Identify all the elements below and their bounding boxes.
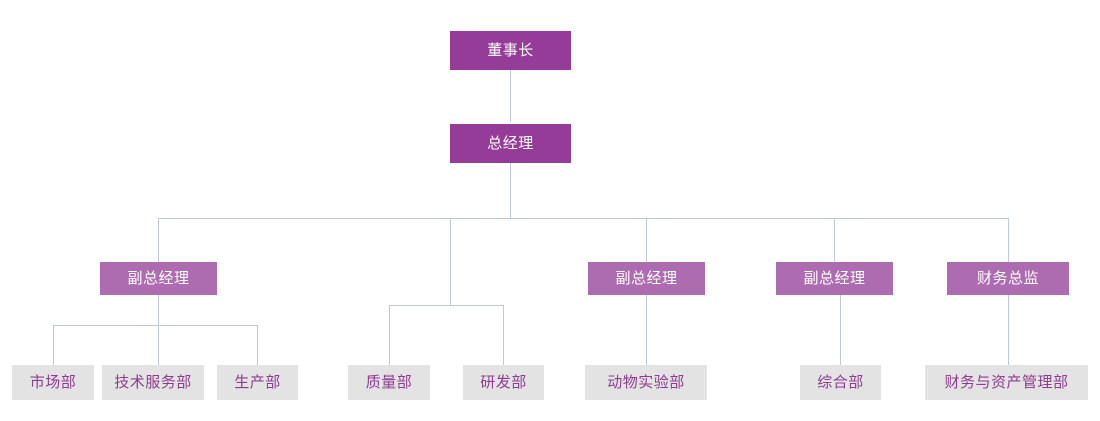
connector-chairman-to-gm [510, 70, 511, 122]
node-dept-rnd[interactable]: 研发部 [463, 365, 544, 400]
node-dept-quality[interactable]: 质量部 [348, 365, 430, 400]
node-deputy-gm-3[interactable]: 副总经理 [776, 262, 893, 295]
connector-bus-to-deputy-gm-3 [834, 218, 835, 262]
connector-to-dept-production [257, 325, 258, 365]
connector-bus-to-quality-rnd-branch [450, 218, 451, 305]
connector-to-dept-general-affairs [840, 295, 841, 365]
connector-deputy-gm-1-bus [53, 325, 258, 326]
node-dept-marketing[interactable]: 市场部 [12, 365, 94, 400]
connector-bus-to-deputy-gm-1 [158, 218, 159, 262]
connector-to-dept-marketing [53, 325, 54, 365]
node-deputy-gm-1[interactable]: 副总经理 [100, 262, 217, 295]
node-dept-general-affairs[interactable]: 综合部 [800, 365, 881, 400]
connector-deputy-gm-1-stem [158, 295, 159, 325]
connector-to-dept-animal-lab [646, 295, 647, 365]
connector-gm-to-bus [510, 163, 511, 218]
connector-bus-to-finance-director [1008, 218, 1009, 262]
connector-main-bus [158, 218, 1009, 219]
node-finance-director[interactable]: 财务总监 [947, 262, 1069, 295]
node-general-manager[interactable]: 总经理 [450, 124, 571, 163]
node-dept-production[interactable]: 生产部 [217, 365, 298, 400]
connector-to-dept-finance-asset [1008, 295, 1009, 365]
connector-to-dept-rnd [503, 305, 504, 365]
node-dept-tech-service[interactable]: 技术服务部 [102, 365, 204, 400]
node-deputy-gm-2[interactable]: 副总经理 [588, 262, 705, 295]
node-dept-finance-asset[interactable]: 财务与资产管理部 [925, 365, 1088, 400]
connector-bus-to-deputy-gm-2 [646, 218, 647, 262]
connector-quality-rnd-bus [389, 305, 504, 306]
connector-to-dept-tech-service [158, 325, 159, 365]
connector-to-dept-quality [389, 305, 390, 365]
node-dept-animal-lab[interactable]: 动物实验部 [585, 365, 707, 400]
node-chairman[interactable]: 董事长 [450, 31, 571, 70]
